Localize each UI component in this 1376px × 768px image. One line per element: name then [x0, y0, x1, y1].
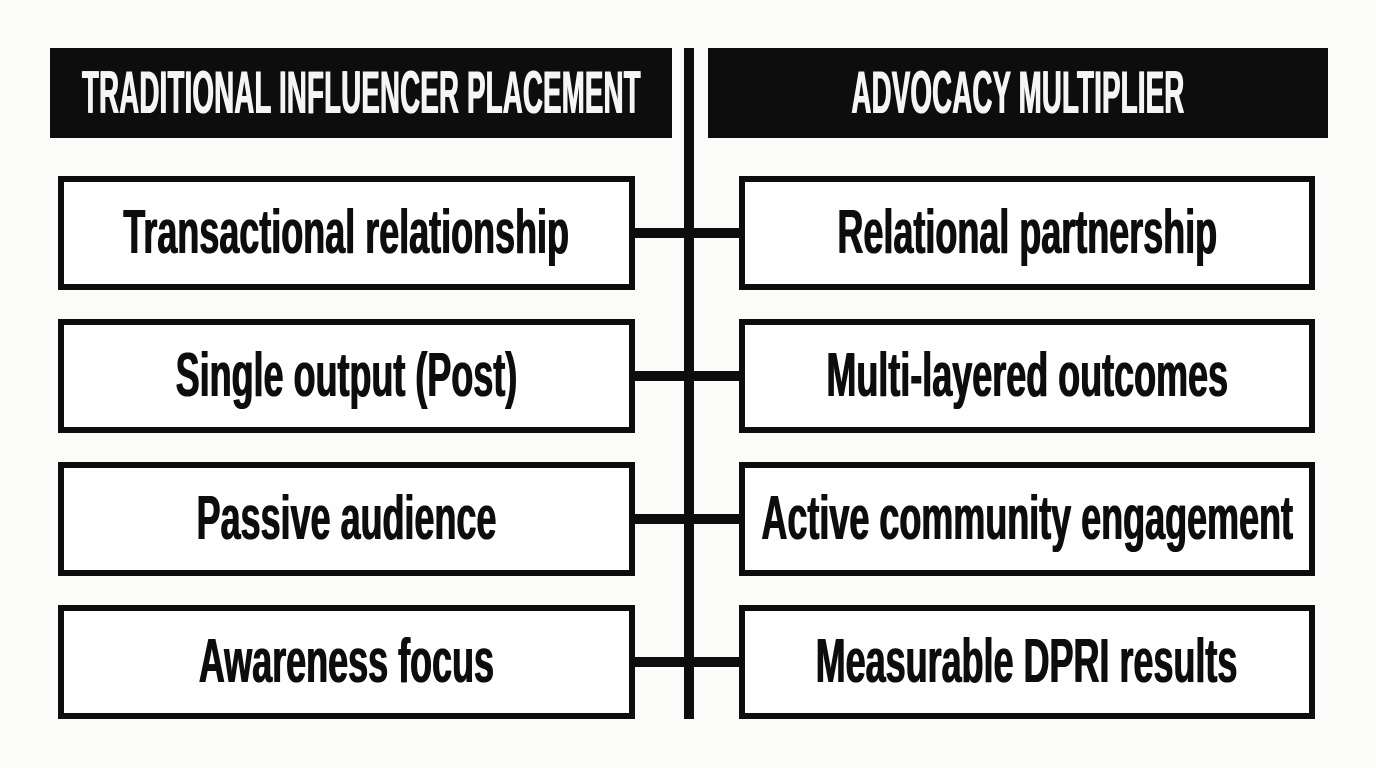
comparison-box-right-4: Measurable DPRI results [739, 605, 1315, 719]
box-label: Awareness focus [198, 627, 495, 696]
row-connector-line [629, 371, 745, 381]
box-label: Measurable DPRI results [816, 627, 1238, 696]
box-label: Passive audience [196, 484, 497, 553]
row-connector-line [629, 228, 745, 238]
box-label: Active community engagement [761, 484, 1293, 553]
comparison-box-left-1: Transactional relationship [58, 176, 635, 290]
left-column-header: TRADITIONAL INFLUENCER PLACEMENT [50, 48, 672, 138]
comparison-box-right-2: Multi-layered outcomes [739, 319, 1315, 433]
right-column-header: ADVOCACY MULTIPLIER [708, 48, 1328, 138]
row-connector-line [629, 657, 745, 667]
left-column-header-label: TRADITIONAL INFLUENCER PLACEMENT [81, 59, 641, 126]
box-label: Single output (Post) [175, 341, 518, 410]
center-divider-line [684, 48, 694, 719]
comparison-box-left-2: Single output (Post) [58, 319, 635, 433]
right-column-header-label: ADVOCACY MULTIPLIER [851, 59, 1185, 126]
box-label: Transactional relationship [123, 198, 570, 267]
comparison-box-right-1: Relational partnership [739, 176, 1315, 290]
box-label: Relational partnership [837, 198, 1217, 267]
comparison-box-left-4: Awareness focus [58, 605, 635, 719]
row-connector-line [629, 514, 745, 524]
comparison-box-left-3: Passive audience [58, 462, 635, 576]
comparison-box-right-3: Active community engagement [739, 462, 1315, 576]
box-label: Multi-layered outcomes [826, 341, 1228, 410]
